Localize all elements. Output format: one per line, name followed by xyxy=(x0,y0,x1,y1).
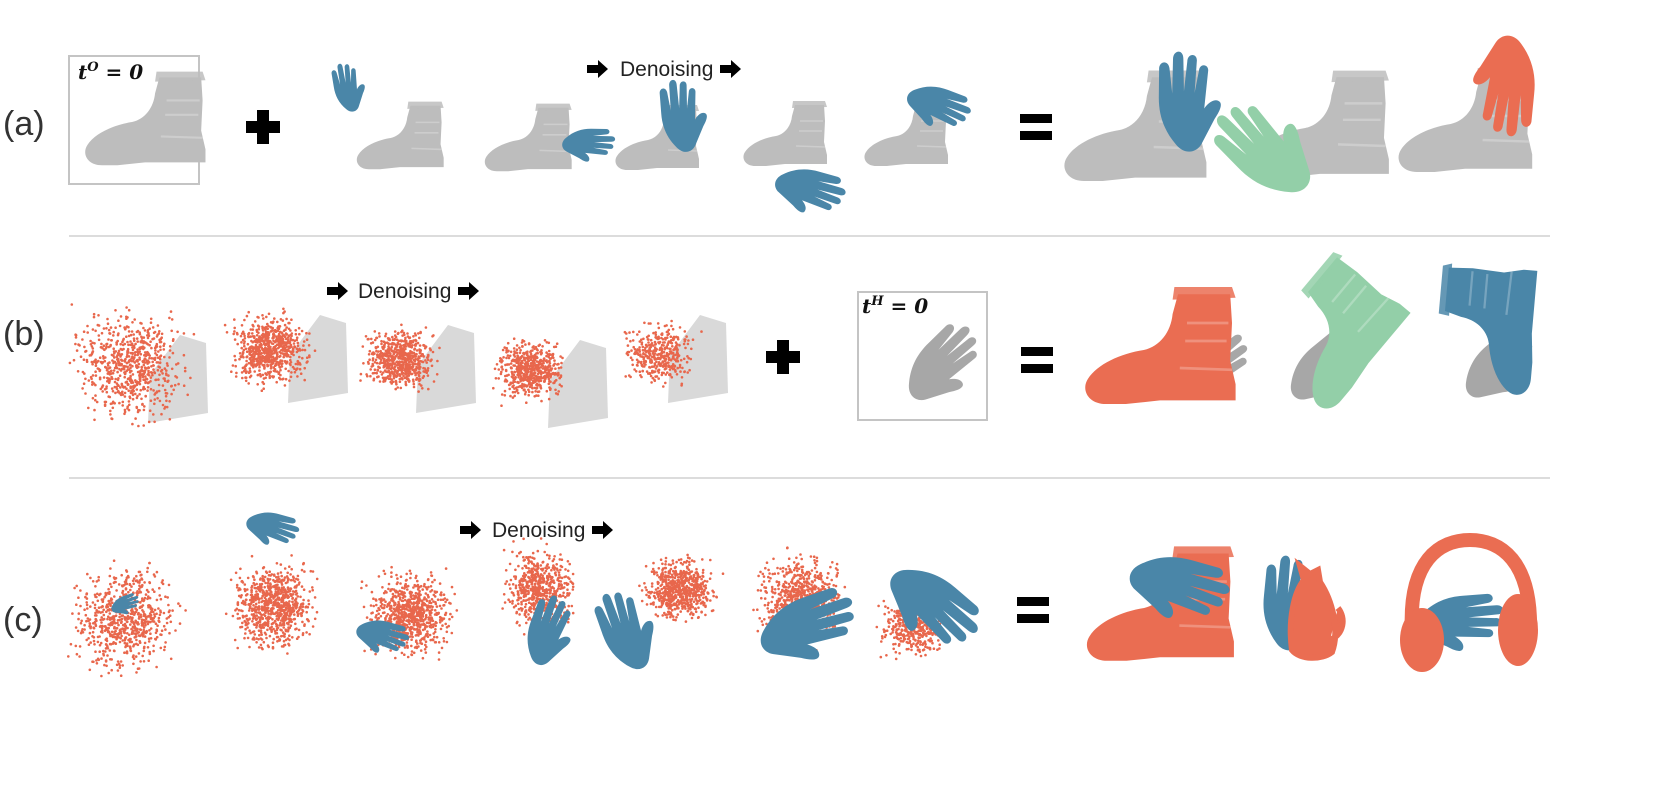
boot-icon xyxy=(1250,248,1415,416)
ear-cup-left xyxy=(1400,608,1444,672)
hand-icon xyxy=(244,510,301,548)
cat-icon xyxy=(1259,552,1346,661)
row-label-b: (b) xyxy=(3,315,45,353)
equals-icon xyxy=(1017,597,1049,623)
equals-icon xyxy=(1020,114,1052,140)
condition-box-b xyxy=(857,291,988,421)
row-label-c: (c) xyxy=(3,601,43,639)
arrow-right-icon xyxy=(460,521,481,539)
hand-icon xyxy=(896,313,993,417)
denoising-text-a: Denoising xyxy=(620,58,713,81)
boot-icon xyxy=(742,100,828,167)
point-cloud xyxy=(638,553,725,623)
point-cloud xyxy=(501,537,575,636)
condition-label-b: tH = 0 xyxy=(862,294,928,318)
point-cloud xyxy=(68,303,208,428)
point-cloud xyxy=(67,559,187,678)
point-cloud xyxy=(224,554,319,655)
denoising-text-b: Denoising xyxy=(358,280,451,303)
point-cloud xyxy=(623,315,728,403)
ear-cup-right xyxy=(1498,594,1538,666)
plus-icon xyxy=(246,110,280,144)
cat-shape xyxy=(1287,557,1346,661)
boot-icon xyxy=(356,100,445,170)
arrow-right-icon xyxy=(720,60,741,78)
denoising-caption-a: Denoising xyxy=(587,58,741,81)
arrow-right-icon xyxy=(327,282,348,300)
boot-icon xyxy=(484,102,573,172)
denoising-caption-b: Denoising xyxy=(327,280,479,303)
row-b: (b) Denoising tH = 0 xyxy=(3,248,1547,428)
arrow-right-icon xyxy=(587,60,608,78)
hand-icon xyxy=(772,166,848,217)
headband-shape xyxy=(1404,532,1538,633)
plus-icon xyxy=(766,340,800,374)
headphones-icon xyxy=(1400,532,1538,672)
point-cloud xyxy=(492,337,608,428)
point-cloud-sequence-b xyxy=(68,303,728,428)
point-cloud xyxy=(223,307,348,403)
denoising-caption-c: Denoising xyxy=(460,519,613,542)
arrow-right-icon xyxy=(592,521,613,539)
row-c: (c) Denoising xyxy=(3,510,1538,680)
condition-label-a: tO = 0 xyxy=(78,60,143,84)
boot-icon xyxy=(1083,285,1237,406)
row-label-a: (a) xyxy=(3,105,45,143)
hand-icon xyxy=(326,58,372,116)
equals-icon xyxy=(1021,347,1053,373)
row-a: (a) tO = 0 Denoising xyxy=(3,33,1540,217)
denoising-text-c: Denoising xyxy=(492,519,585,542)
point-cloud xyxy=(359,323,476,413)
boot-icon xyxy=(84,70,207,167)
arrow-right-icon xyxy=(458,282,479,300)
